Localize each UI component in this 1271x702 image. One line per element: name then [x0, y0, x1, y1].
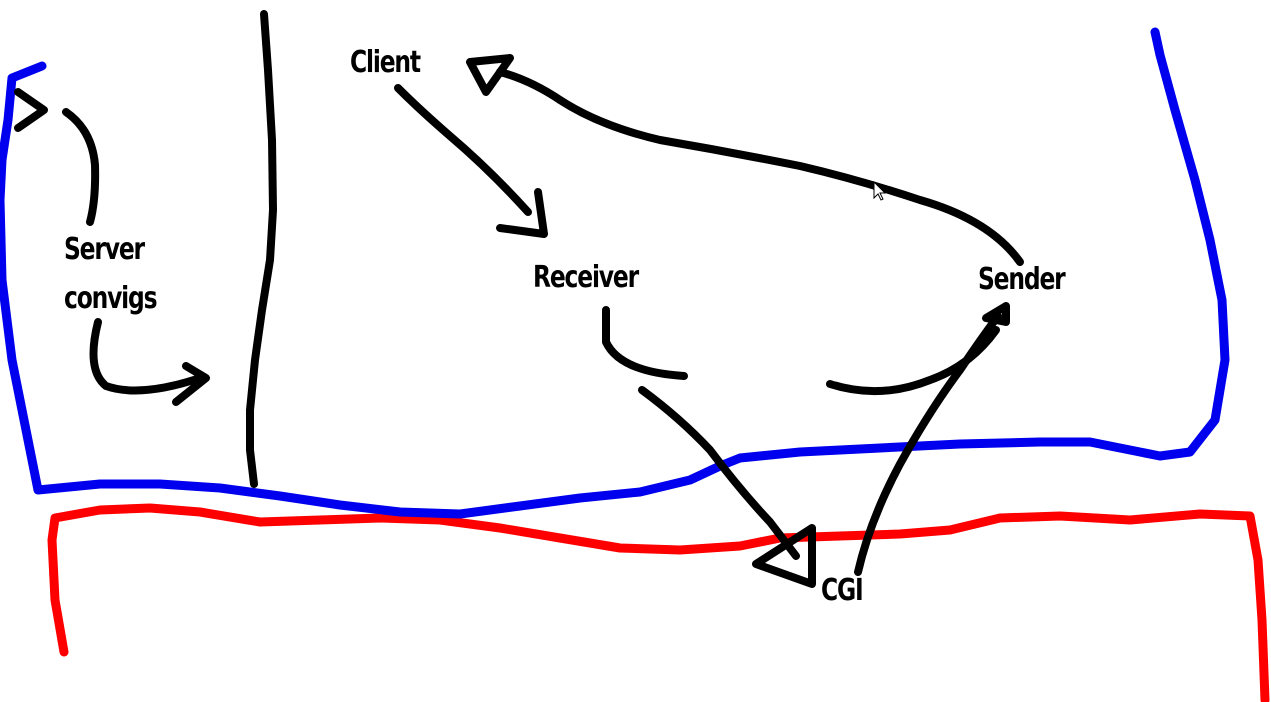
receiver-curve	[602, 306, 688, 380]
mouse-pointer-icon	[873, 180, 887, 201]
blue-outline	[0, 27, 1230, 519]
server-arrowhead	[172, 362, 210, 406]
client-to-receiver-arrowhead	[496, 188, 548, 238]
sender-to-client-arrow	[496, 68, 1024, 266]
receiver-label: Receiver	[533, 260, 639, 295]
cgi-to-sender-arrow	[854, 312, 1002, 576]
server-label: Server	[64, 232, 145, 267]
client-label: Client	[350, 45, 421, 80]
divider-line	[246, 10, 277, 488]
cgi-arrowhead	[752, 524, 816, 588]
client-to-receiver-arrow	[394, 84, 532, 216]
cgi-label: CGI	[821, 573, 864, 608]
left-arrowhead	[14, 88, 48, 132]
sender-curve	[826, 326, 1000, 396]
red-outline	[47, 503, 1270, 702]
server-top-curve	[62, 108, 100, 226]
server-bottom-curve	[89, 318, 204, 395]
sender-label: Sender	[978, 262, 1066, 297]
client-arrowhead	[466, 54, 514, 96]
receiver-to-cgi-arrow	[638, 386, 800, 560]
convigs-label: convigs	[64, 281, 158, 316]
